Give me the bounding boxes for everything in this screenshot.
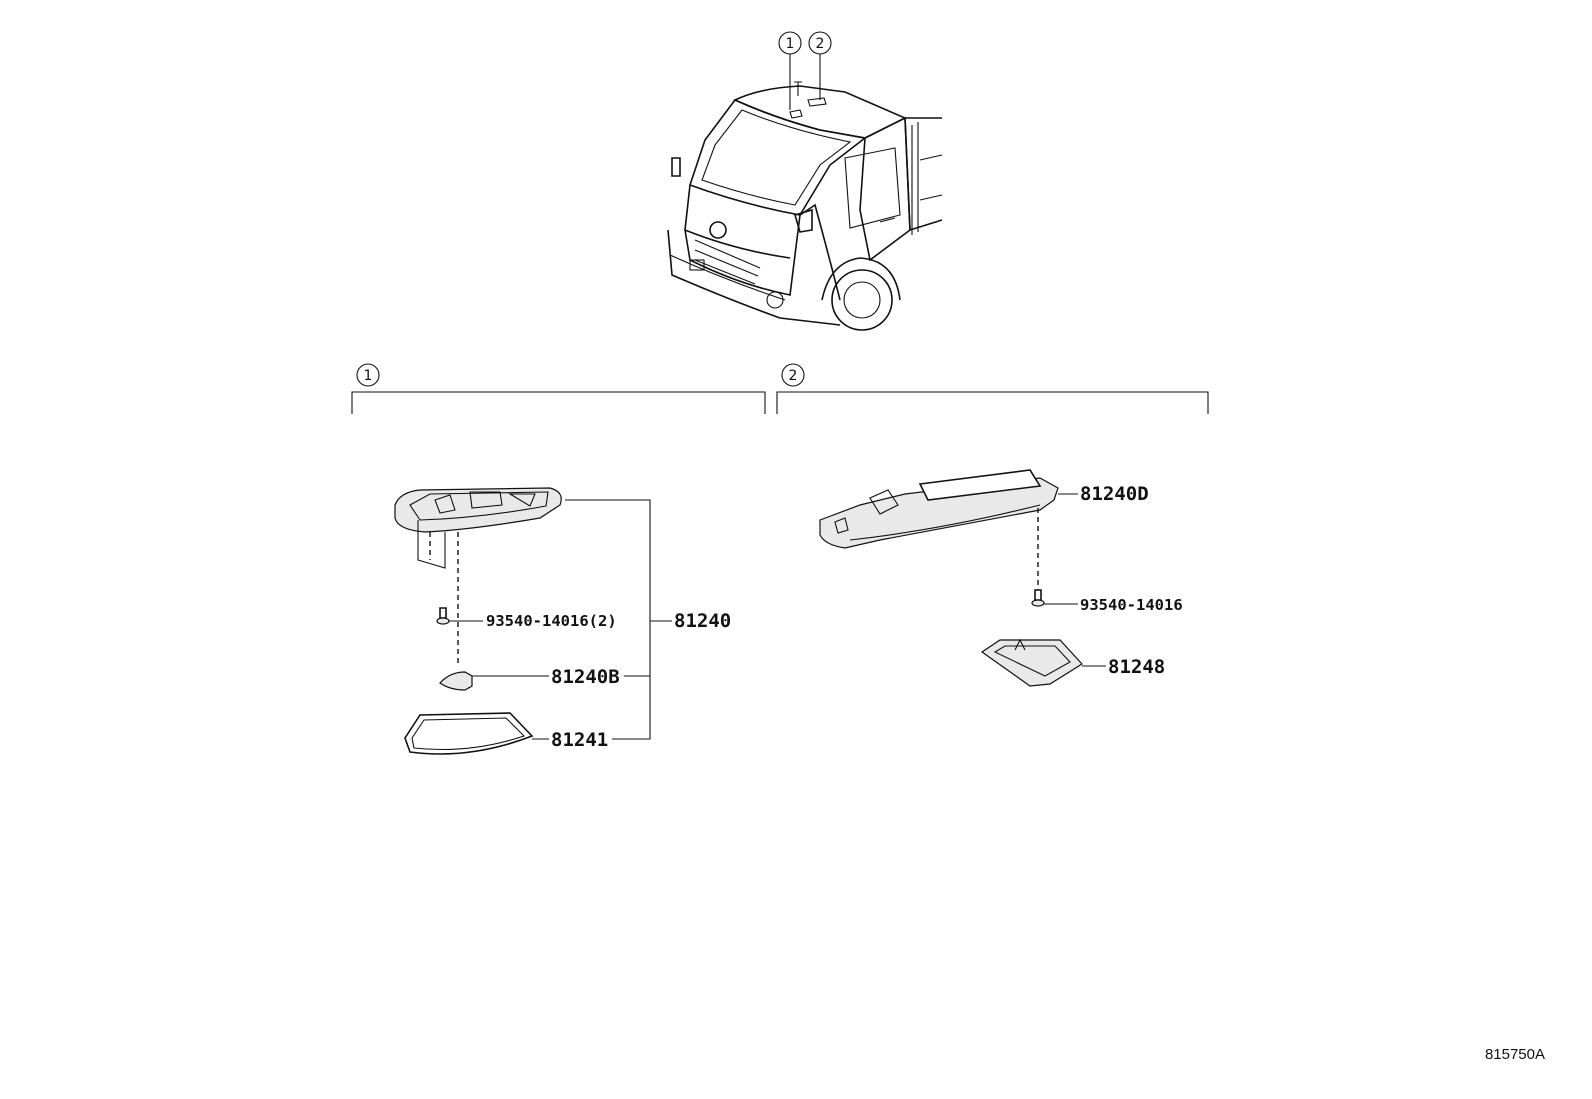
group-2-bracket [776,391,1209,414]
group-2-label: 2 [781,363,805,387]
bulb-81240B [439,671,473,691]
group-1: 1 93540-14016(2) 81240B [351,363,766,755]
lens-81248 [980,638,1083,687]
svg-text:1: 1 [364,368,373,384]
callout-1-top: 1 [778,31,802,110]
part-number-lens-2: 81248 [1108,656,1165,678]
group-1-label: 1 [356,363,380,387]
svg-text:2: 2 [816,36,825,52]
lamp-assembly-81240 [394,487,562,665]
part-number-bulb: 81240B [551,666,620,688]
svg-text:2: 2 [789,368,798,384]
group-2: 2 81240D 93540-14016 81248 [776,363,1209,687]
truck-cab-illustration [667,81,943,331]
screw-93540-14016-2 [436,607,450,625]
lens-81241 [404,712,534,755]
part-number-lamp-assembly-1: 81240 [674,610,731,632]
part-number-screw-1: 93540-14016(2) [486,612,617,630]
assembly-bracket-81240 [565,499,672,740]
lamp-assembly-81240D [819,469,1059,549]
group-1-bracket [351,391,766,414]
part-number-lamp-assembly-2: 81240D [1080,483,1149,505]
screw-93540-14016 [1031,589,1045,607]
drawing-code: 815750A [1485,1046,1545,1063]
part-number-screw-2: 93540-14016 [1080,596,1183,614]
callout-2-top: 2 [808,31,832,100]
svg-text:1: 1 [786,36,795,52]
part-number-lens-1: 81241 [551,729,608,751]
